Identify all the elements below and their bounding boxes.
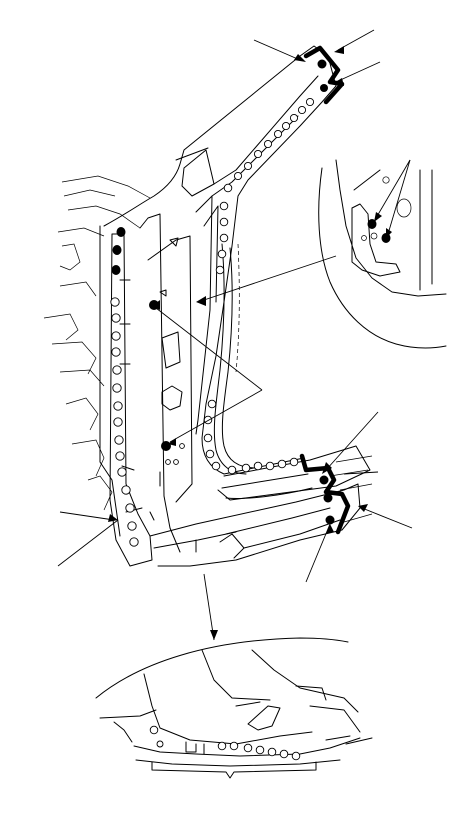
b-pillar-panel	[103, 45, 373, 567]
arrowheads	[108, 46, 392, 640]
detail-callout-circle	[197, 159, 447, 349]
background-body-structure	[43, 175, 151, 537]
cut-lines	[299, 45, 351, 535]
spot-welds	[110, 97, 315, 547]
lower-detail-inset	[95, 573, 373, 779]
